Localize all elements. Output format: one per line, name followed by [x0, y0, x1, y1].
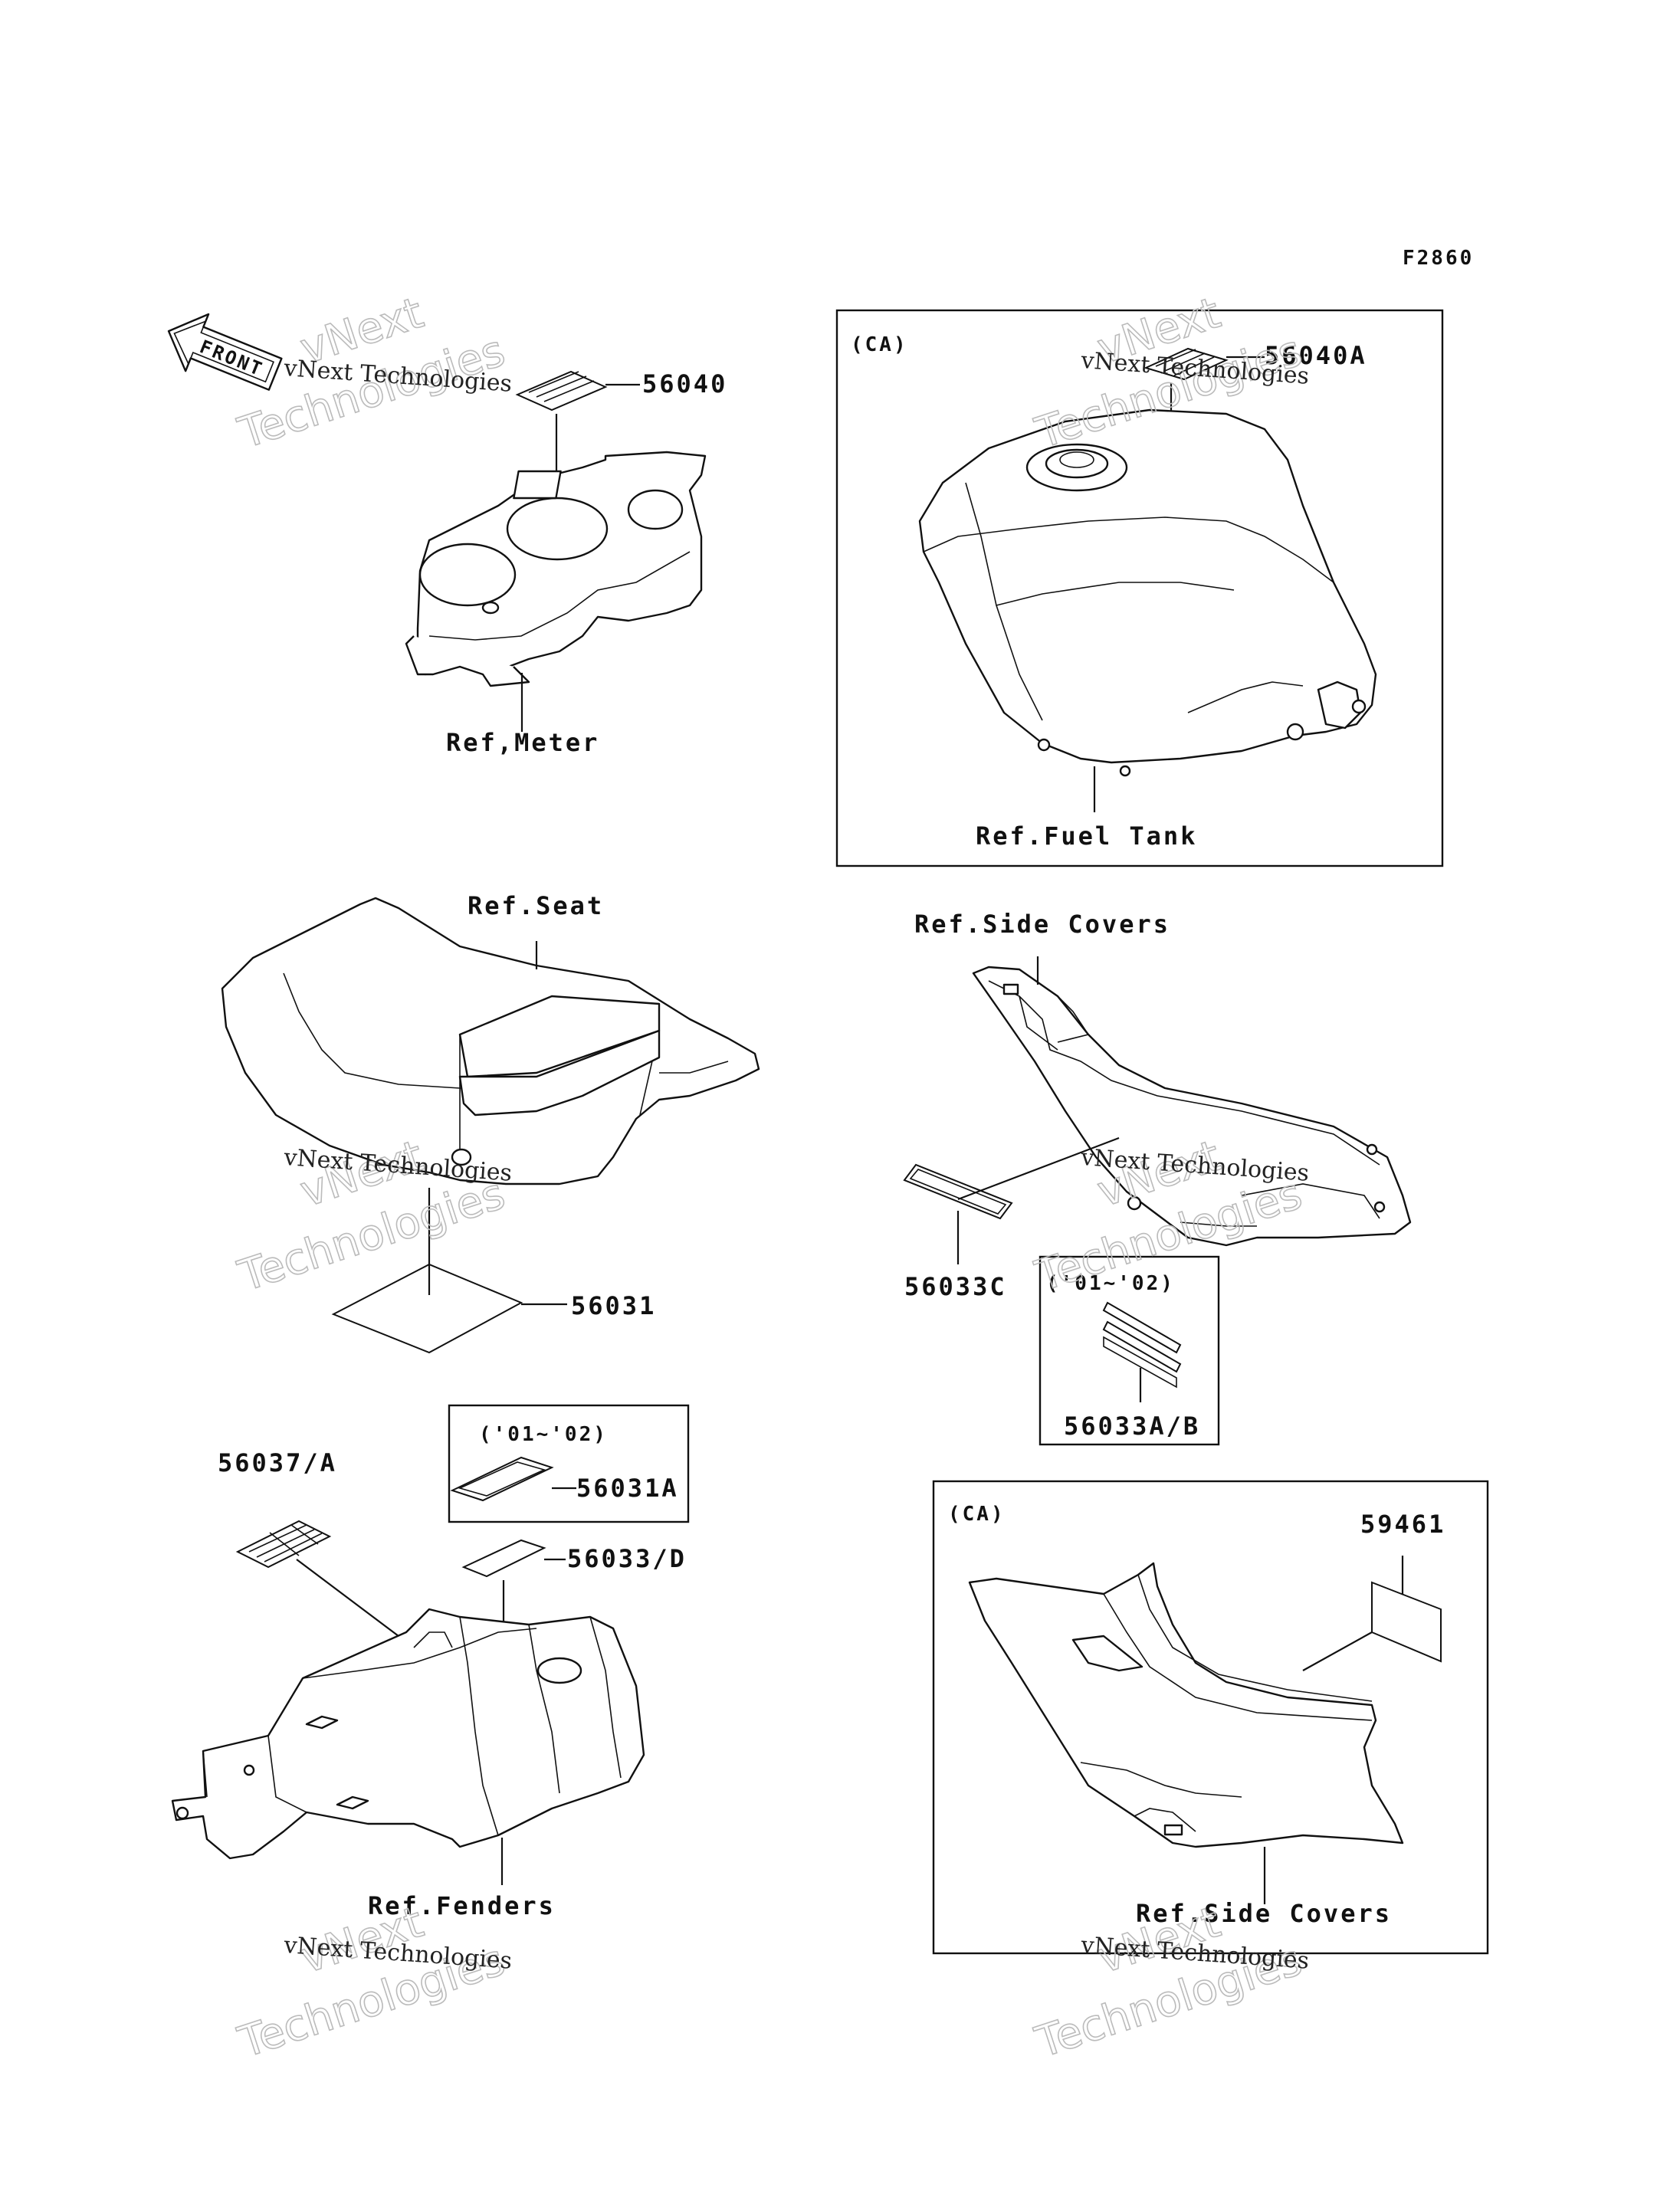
decal-56033c	[903, 1163, 1013, 1220]
part-number-56040: 56040	[642, 369, 727, 398]
years-label-side-cover: ('01~'02)	[1046, 1272, 1175, 1295]
ref-fuel-tank: Ref.Fuel Tank	[976, 821, 1197, 851]
ref-side-covers-ca: Ref.Side Covers	[1136, 1899, 1392, 1928]
decal-56040	[515, 370, 608, 412]
part-number-56031a: 56031A	[576, 1474, 679, 1503]
watermark-bottom-left: vNext Technologies vNext Technologies	[231, 1897, 513, 2068]
part-number-56040a: 56040A	[1265, 341, 1367, 370]
decal-56033ab	[1102, 1301, 1182, 1402]
years-box-fender	[448, 1404, 690, 1523]
ref-side-covers: Ref.Side Covers	[914, 910, 1170, 939]
years-box-side-cover	[1039, 1255, 1220, 1446]
part-number-59461: 59461	[1360, 1510, 1445, 1539]
ca-label-side-cover: (CA)	[948, 1503, 1006, 1526]
part-number-56033d: 56033/D	[567, 1544, 687, 1573]
ca-box-side-cover	[932, 1480, 1489, 1955]
watermark-mid-left: vNext Technologies vNext Technologies	[231, 1130, 513, 1302]
part-number-56033ab: 56033A/B	[1064, 1412, 1200, 1441]
decal-56031a	[450, 1456, 576, 1502]
side-cover-ca	[968, 1556, 1442, 1904]
seat	[221, 897, 760, 1354]
fuel-tank	[918, 347, 1377, 812]
ref-meter: Ref,Meter	[446, 728, 599, 757]
ca-box-fuel-tank	[835, 309, 1444, 867]
rear-fender	[171, 1608, 645, 1885]
side-cover	[903, 956, 1412, 1264]
decal-56040a	[1144, 347, 1229, 381]
years-label-fender: ('01~'02)	[479, 1423, 608, 1446]
decal-56031	[331, 1263, 523, 1354]
ref-fenders: Ref.Fenders	[368, 1891, 556, 1920]
part-number-56037a: 56037/A	[218, 1448, 337, 1477]
decal-59461	[1371, 1581, 1442, 1663]
front-arrow-icon: FRONT	[167, 313, 283, 391]
part-number-56031: 56031	[571, 1291, 656, 1320]
decal-56037a	[235, 1520, 415, 1648]
ca-label-fuel-tank: (CA)	[851, 333, 908, 356]
part-number-56033c: 56033C	[904, 1272, 1007, 1301]
meter-housing	[405, 370, 707, 732]
figure-code: F2860	[1403, 247, 1474, 270]
ref-seat: Ref.Seat	[468, 891, 604, 920]
